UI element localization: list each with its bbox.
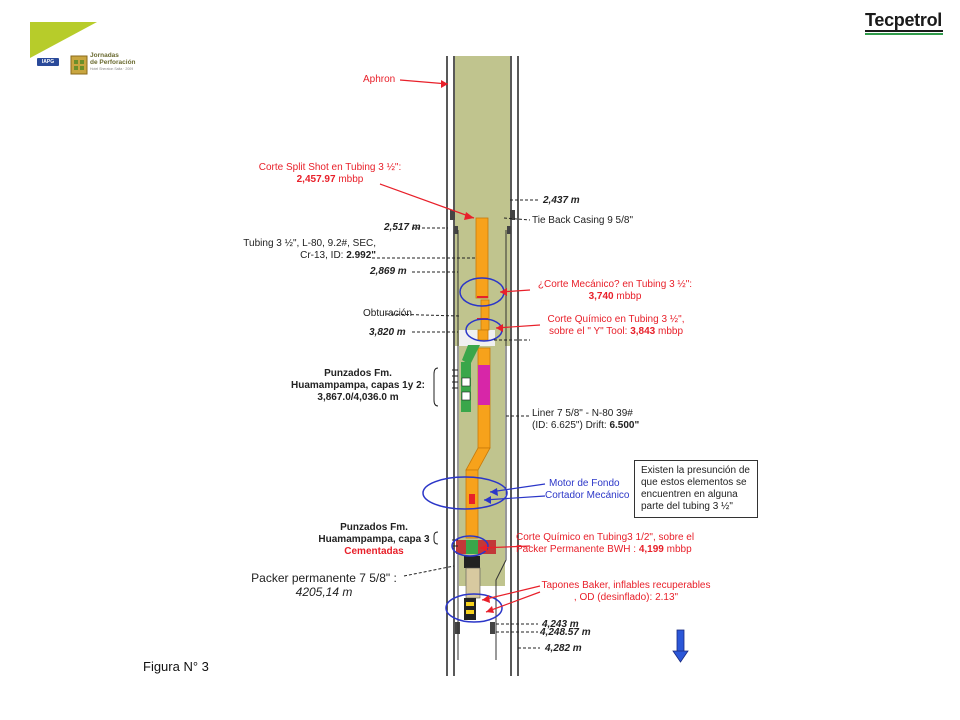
brand-underline xyxy=(865,30,943,32)
red-leader-arrows xyxy=(379,79,541,613)
liner-wall-right xyxy=(495,230,507,660)
depth-2517: 2,517 m xyxy=(384,222,421,233)
y-tool-assembly xyxy=(461,345,490,412)
aphron-label: Aphron xyxy=(363,74,396,85)
split-shot-label: Corte Split Shot en Tubing 3 ½": 2,457.9… xyxy=(258,162,402,185)
baker-plugs xyxy=(464,598,476,620)
perforation-brackets xyxy=(433,367,439,545)
corte-quimico-label: Corte Químico en Tubing 3 ½", sobre el "… xyxy=(547,314,685,337)
depth-2869: 2,869 m xyxy=(370,266,407,277)
depth-4248: 4,248.57 m xyxy=(540,627,591,638)
note-text: Existen la presunción de que estos eleme… xyxy=(641,465,750,512)
red-arrowheads xyxy=(441,80,507,613)
punzados-capa-3-label: Punzados Fm. Huamampampa, capa 3 Cementa… xyxy=(318,522,430,557)
tie-back-label: Tie Back Casing 9 5/8" xyxy=(532,215,634,226)
motor-fondo-label: Motor de Fondo xyxy=(549,478,620,489)
tubing-upper xyxy=(475,217,489,299)
down-arrow-icon xyxy=(672,629,689,663)
outer-casing xyxy=(446,56,519,676)
perforation-symbols xyxy=(452,369,458,547)
tecpetrol-logo: Tecpetrol xyxy=(865,10,942,30)
depth-3820: 3,820 m xyxy=(369,327,406,338)
jornadas-logo-icon xyxy=(70,55,88,75)
depth-leader-lines xyxy=(372,199,540,649)
packer-permanente-label: Packer permanente 7 5/8" : 4205,14 m xyxy=(251,571,397,599)
event-subtitle: Hotel Sheraton Salta · 2009 xyxy=(90,67,134,71)
obturacion-label: Obturación xyxy=(363,308,412,319)
iapg-logo: IAPG xyxy=(37,58,59,66)
obturation-zone xyxy=(459,330,495,346)
note-box: Existen la presunción de que estos eleme… xyxy=(634,460,758,518)
punzados-capas-1-2-label: Punzados Fm. Huamampampa, capas 1y 2: 3,… xyxy=(291,368,425,403)
blue-leader-arrows xyxy=(483,483,546,501)
depth-2437: 2,437 m xyxy=(543,195,580,206)
tapones-baker-label: Tapones Baker, inflables recuperables , … xyxy=(541,580,711,603)
brand-underline-green xyxy=(865,33,943,35)
cortador-mecanico-label: Cortador Mecánico xyxy=(545,490,630,501)
figure-caption: Figura N° 3 xyxy=(143,659,209,674)
tubing-spec-label: Tubing 3 ½", L-80, 9.2#, SEC, Cr-13, ID:… xyxy=(243,238,376,261)
depth-4243: 4,243 m xyxy=(542,619,579,630)
tubing-segment-3 xyxy=(477,329,489,341)
liner-spec-label: Liner 7 5/8" - N-80 39# (ID: 6.625") Dri… xyxy=(532,408,640,431)
corte-quimico-packer-label: Corte Químico en Tubing3 1/2", sobre el … xyxy=(516,532,695,555)
tubing-segment-2 xyxy=(480,299,490,331)
depth-4282: 4,282 m xyxy=(545,643,582,654)
corner-triangle-logo xyxy=(30,22,97,58)
corte-mecanico-label: ¿Corte Mecánico? en Tubing 3 ½": 3,740 m… xyxy=(537,279,693,302)
